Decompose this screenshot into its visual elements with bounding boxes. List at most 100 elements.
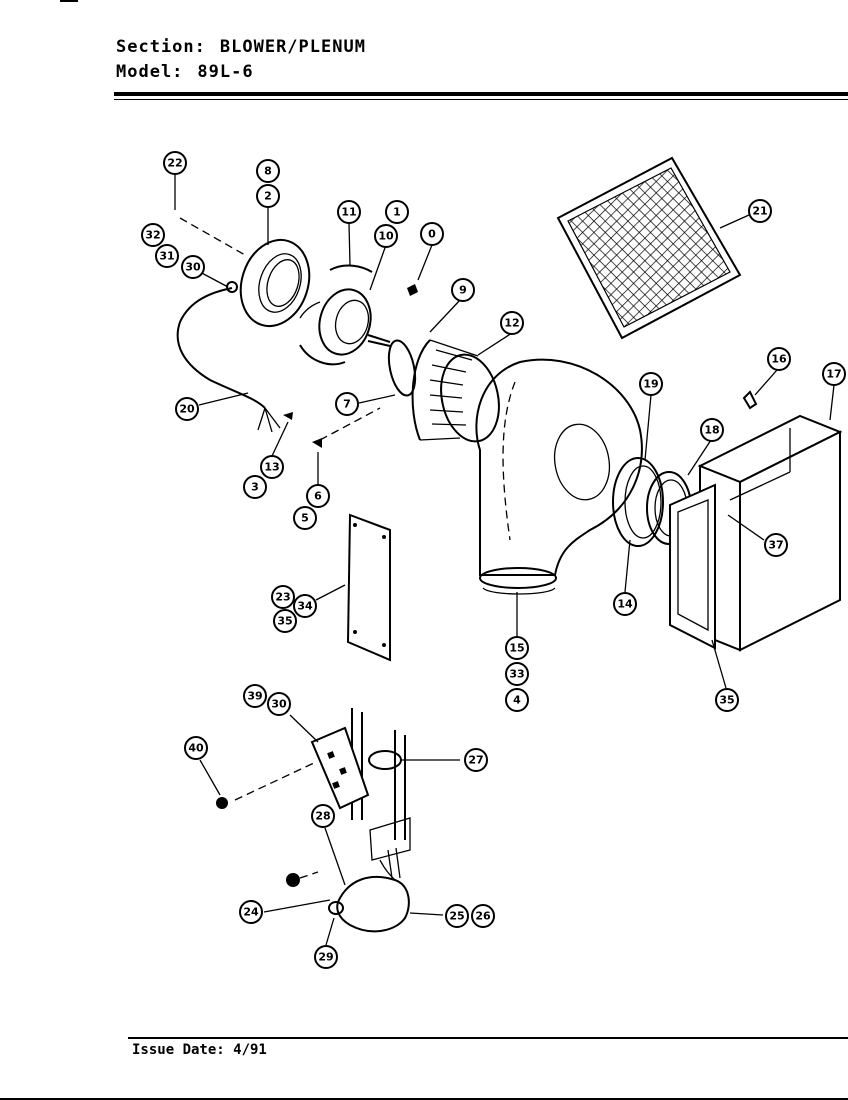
svg-text:28: 28 <box>315 810 330 823</box>
svg-text:19: 19 <box>643 378 658 391</box>
callout-32: 32 <box>141 223 165 247</box>
callout-6: 6 <box>306 484 330 508</box>
issue-date: Issue Date: 4/91 <box>132 1042 267 1058</box>
callout-0: 0 <box>420 222 444 246</box>
svg-text:18: 18 <box>704 424 719 437</box>
svg-text:11: 11 <box>341 206 356 219</box>
callout-18: 18 <box>700 418 724 442</box>
svg-text:34: 34 <box>297 600 313 613</box>
callout-39: 39 <box>243 684 267 708</box>
section-label: Section: <box>116 37 206 57</box>
callout-38: 30 <box>267 692 291 716</box>
svg-text:9: 9 <box>459 284 467 297</box>
callout-1: 1 <box>385 200 409 224</box>
svg-text:13: 13 <box>264 461 279 474</box>
callout-22: 22 <box>163 151 187 175</box>
svg-text:17: 17 <box>826 368 841 381</box>
callout-24: 24 <box>239 900 263 924</box>
callout-28: 28 <box>311 804 335 828</box>
callout-4: 4 <box>505 688 529 712</box>
switch-assembly-part <box>216 797 410 933</box>
control-bracket-part <box>310 708 411 861</box>
svg-text:15: 15 <box>509 642 524 655</box>
callout-20: 20 <box>175 397 199 421</box>
callout-30: 30 <box>181 255 205 279</box>
svg-text:8: 8 <box>264 165 272 178</box>
svg-text:39: 39 <box>247 690 262 703</box>
header-rule-thin <box>114 99 848 100</box>
callout-35: 35 <box>273 609 297 633</box>
model-heading: Model: 89L-6 <box>116 62 254 82</box>
svg-text:3: 3 <box>251 481 259 494</box>
svg-text:14: 14 <box>617 598 633 611</box>
svg-text:10: 10 <box>378 230 394 243</box>
svg-text:12: 12 <box>504 317 519 330</box>
svg-text:40: 40 <box>188 742 204 755</box>
callout-17: 17 <box>822 362 846 386</box>
callout-34: 34 <box>293 594 317 618</box>
motor-part <box>299 264 391 366</box>
svg-text:5: 5 <box>301 512 309 525</box>
svg-text:29: 29 <box>318 951 333 964</box>
model-value: 89L-6 <box>197 62 254 82</box>
svg-text:2: 2 <box>264 190 272 203</box>
callout-36: 35 <box>715 688 739 712</box>
callout-13: 13 <box>260 455 284 479</box>
callout-10: 10 <box>374 224 398 248</box>
svg-text:30: 30 <box>185 261 201 274</box>
clamp-screw-part <box>407 284 418 296</box>
svg-text:26: 26 <box>475 910 491 923</box>
callout-8: 8 <box>256 159 280 183</box>
callout-26: 26 <box>471 904 495 928</box>
assembly-lines <box>179 217 381 879</box>
callout-37: 37 <box>764 533 788 557</box>
blower-housing-part <box>475 358 643 595</box>
screw-part <box>283 412 322 448</box>
svg-text:25: 25 <box>449 910 464 923</box>
callout-2: 2 <box>256 184 280 208</box>
callout-16: 16 <box>767 347 791 371</box>
svg-text:6: 6 <box>314 490 322 503</box>
svg-text:1: 1 <box>393 206 401 219</box>
svg-text:4: 4 <box>513 694 521 707</box>
callout-9: 9 <box>451 278 475 302</box>
svg-text:7: 7 <box>343 398 351 411</box>
callout-25: 25 <box>445 904 469 928</box>
clip-part <box>742 390 758 410</box>
svg-text:20: 20 <box>179 403 195 416</box>
svg-text:27: 27 <box>468 754 483 767</box>
svg-text:24: 24 <box>243 906 259 919</box>
cover-plate-part <box>346 513 391 662</box>
callout-33: 33 <box>505 662 529 686</box>
footer-rule <box>128 1037 848 1039</box>
corner-mark <box>60 0 78 2</box>
callout-23: 23 <box>271 585 295 609</box>
svg-text:32: 32 <box>145 229 160 242</box>
callout-40: 40 <box>184 736 208 760</box>
svg-text:33: 33 <box>509 668 524 681</box>
page-bottom-rule <box>0 1098 848 1100</box>
svg-text:35: 35 <box>719 694 734 707</box>
callout-31: 31 <box>155 244 179 268</box>
svg-text:30: 30 <box>271 698 287 711</box>
callout-11: 11 <box>337 200 361 224</box>
svg-text:0: 0 <box>428 228 436 241</box>
mounting-plate-part <box>239 238 311 328</box>
svg-text:31: 31 <box>159 250 174 263</box>
svg-text:37: 37 <box>768 539 783 552</box>
svg-text:23: 23 <box>275 591 290 604</box>
section-heading: Section: BLOWER/PLENUM <box>116 37 366 57</box>
model-label: Model: <box>116 62 184 82</box>
callout-12: 12 <box>500 311 524 335</box>
leader-lines <box>174 175 835 946</box>
section-value: BLOWER/PLENUM <box>219 37 366 57</box>
svg-text:21: 21 <box>752 205 767 218</box>
callout-7: 7 <box>335 392 359 416</box>
callout-19: 19 <box>639 372 663 396</box>
callout-29: 29 <box>314 945 338 969</box>
callout-27: 27 <box>464 748 488 772</box>
callout-3: 3 <box>243 475 267 499</box>
svg-text:16: 16 <box>771 353 787 366</box>
svg-text:35: 35 <box>277 615 292 628</box>
